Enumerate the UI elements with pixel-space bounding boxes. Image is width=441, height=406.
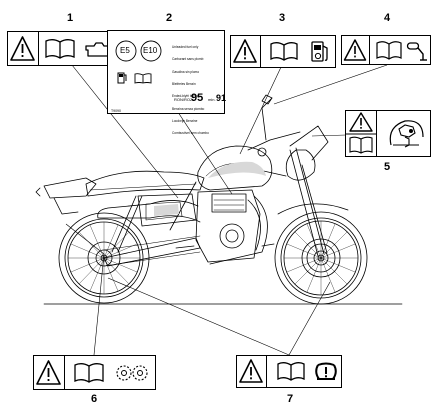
fuel-e5-label: E5 — [120, 46, 130, 55]
fuel-pump-icon — [311, 41, 328, 62]
open-book-icon — [277, 362, 305, 381]
ron-label: RON/ROZ — [174, 97, 193, 102]
fuel-pump-manual-icons — [117, 72, 152, 84]
warning-triangle-icon — [233, 39, 257, 63]
warning-triangle-icon — [239, 359, 263, 383]
label-code: T9090 — [111, 109, 121, 113]
tyre-pressure-icon — [315, 362, 337, 380]
callout-7: 7 — [286, 393, 294, 405]
callout-5: 5 — [383, 161, 391, 173]
min-value: 91 — [216, 93, 227, 103]
callout-6: 6 — [90, 393, 98, 405]
label-4-warning-cell — [342, 36, 370, 64]
label-1-warning-cell — [8, 32, 39, 65]
label-6-warning-cell — [34, 356, 65, 389]
open-book-icon — [74, 363, 104, 383]
label-7 — [236, 355, 342, 388]
callout-1: 1 — [66, 12, 74, 24]
open-book-icon — [270, 42, 298, 61]
label-3 — [230, 35, 336, 68]
min-label: min. — [208, 97, 216, 102]
warning-triangle-icon — [346, 112, 377, 154]
label-2-fuel: E5 E10 Unleaded fuel only Carburant sans… — [107, 30, 227, 135]
warning-triangle-icon — [10, 36, 35, 61]
label-5 — [345, 110, 431, 157]
callout-2: 2 — [165, 12, 173, 24]
warning-triangle-icon — [36, 360, 61, 385]
headlamp-icon — [389, 120, 424, 148]
fuel-e10-label: E10 — [143, 46, 158, 55]
open-book-icon — [376, 41, 402, 60]
warning-triangle-icon — [343, 39, 367, 61]
callout-4: 4 — [383, 12, 391, 24]
ron-value: 95 — [191, 92, 204, 104]
label-5-left-cell — [346, 111, 377, 156]
callout-3: 3 — [278, 12, 286, 24]
open-book-icon — [45, 39, 75, 59]
chain-icon — [116, 365, 148, 381]
fuel-label-text: Unleaded fuel only Carburant sans plomb … — [172, 45, 209, 136]
label-7-warning-cell — [237, 356, 267, 387]
label-3-warning-cell — [231, 36, 261, 67]
mirror-icon — [406, 42, 427, 61]
fuel-grade-circles — [115, 40, 162, 62]
label-6 — [33, 355, 156, 390]
label-4 — [341, 35, 431, 65]
